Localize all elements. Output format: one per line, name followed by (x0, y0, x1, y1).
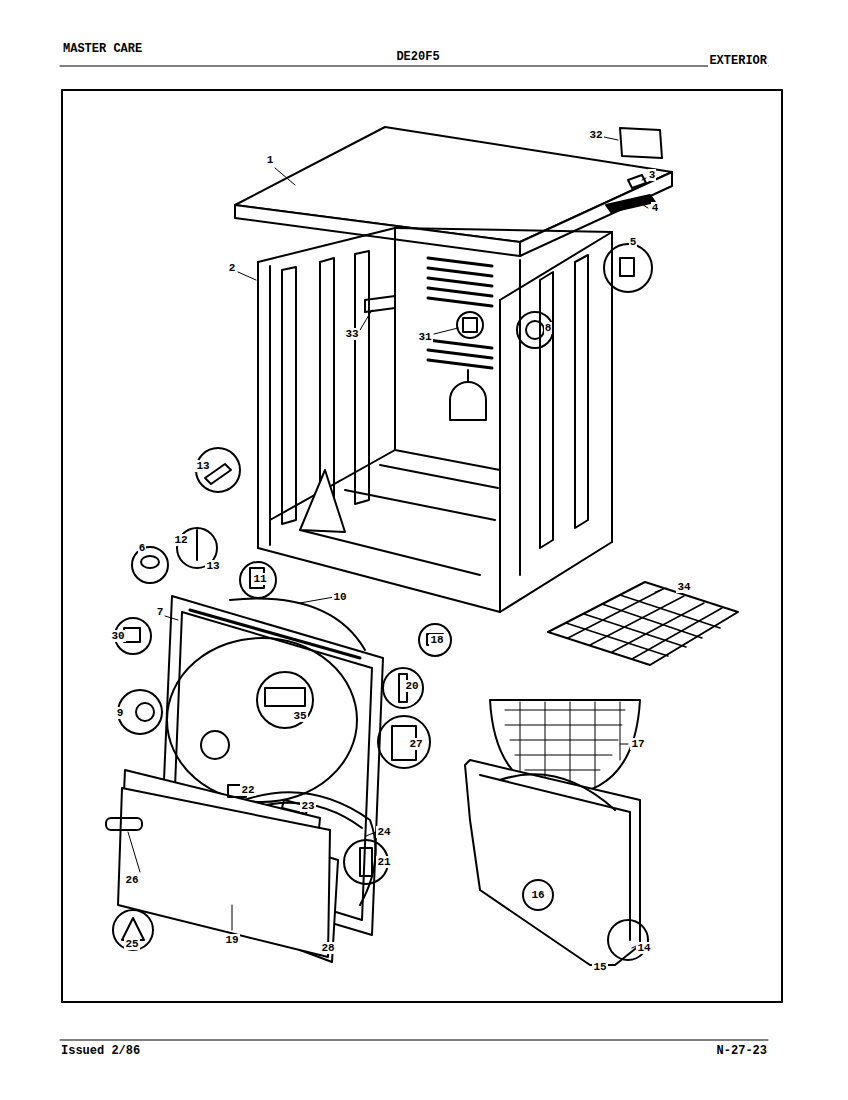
section-title: EXTERIOR (708, 55, 768, 68)
callout-number: 7 (156, 606, 165, 618)
callout-number: 31 (417, 331, 432, 343)
footer-text: Issued 2/86 (60, 1045, 141, 1058)
callout-number: 34 (676, 581, 691, 593)
callout-number: 12 (173, 534, 188, 546)
callout-number: 3 (648, 169, 657, 181)
callout-number: 35 (292, 710, 307, 722)
callout-number: 21 (376, 856, 391, 868)
callout-number: 20 (404, 680, 419, 692)
callout-number: 11 (252, 573, 267, 585)
callout-number: 23 (300, 800, 315, 812)
callout-number: 18 (429, 634, 444, 646)
callout-number: 13 (195, 460, 210, 472)
footer-text: N-27-23 (716, 1045, 768, 1058)
callout-number: 9 (116, 707, 125, 719)
callout-number: 32 (588, 129, 603, 141)
model-number: DE20F5 (395, 51, 440, 64)
callout-number: 24 (376, 826, 391, 838)
callout-number: 16 (530, 889, 545, 901)
callout-number: 30 (110, 630, 125, 642)
callout-number: 5 (629, 236, 638, 248)
callout-number: 28 (320, 942, 335, 954)
callout-number: 22 (240, 784, 255, 796)
callout-number: 13 (205, 560, 220, 572)
header-text: MASTER CARE (62, 43, 143, 56)
callout-number: 1 (266, 154, 275, 166)
callout-number: 2 (228, 262, 237, 274)
callout-number: 33 (344, 328, 359, 340)
callout-number: 27 (408, 738, 423, 750)
callout-number: 19 (224, 934, 239, 946)
callout-number: 8 (544, 322, 553, 334)
callout-number: 15 (592, 961, 607, 973)
callout-number: 4 (651, 202, 660, 214)
callout-number: 25 (124, 938, 139, 950)
callout-number: 17 (630, 738, 645, 750)
callout-number: 26 (124, 874, 139, 886)
callout-number: 14 (636, 942, 651, 954)
callout-number: 6 (138, 542, 147, 554)
callout-number: 10 (332, 591, 347, 603)
